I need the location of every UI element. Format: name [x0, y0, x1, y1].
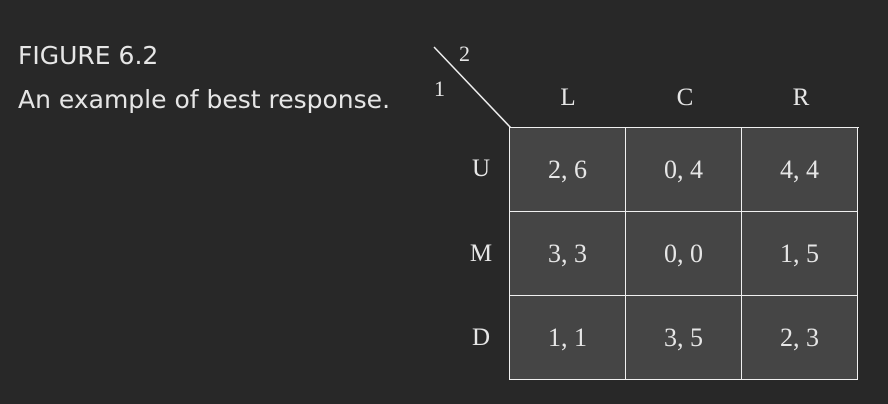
column-strategy-label: R	[792, 84, 810, 111]
payoff-matrix: 2, 6 0, 4 4, 4 3, 3 0, 0 1, 5 1, 1 3, 5 …	[509, 127, 859, 380]
payoff-cell: 2, 6	[510, 128, 626, 212]
row-player-label: 1	[434, 76, 445, 101]
payoff-cell: 0, 0	[626, 212, 742, 296]
payoff-cell: 0, 4	[626, 128, 742, 212]
row-strategy-label: M	[469, 240, 493, 267]
column-strategy-label: L	[560, 84, 576, 111]
payoff-cell: 1, 1	[510, 296, 626, 380]
payoff-cell: 1, 5	[742, 212, 858, 296]
column-player-label: 2	[459, 41, 470, 66]
payoff-cell: 3, 3	[510, 212, 626, 296]
payoff-cell: 3, 5	[626, 296, 742, 380]
payoff-cell: 2, 3	[742, 296, 858, 380]
figure-number: FIGURE 6.2	[18, 41, 159, 70]
column-strategy-label: C	[676, 84, 694, 111]
payoff-cell: 4, 4	[742, 128, 858, 212]
row-strategy-label: D	[471, 324, 491, 351]
row-strategy-label: U	[471, 155, 491, 182]
figure-title: An example of best response.	[18, 85, 391, 114]
